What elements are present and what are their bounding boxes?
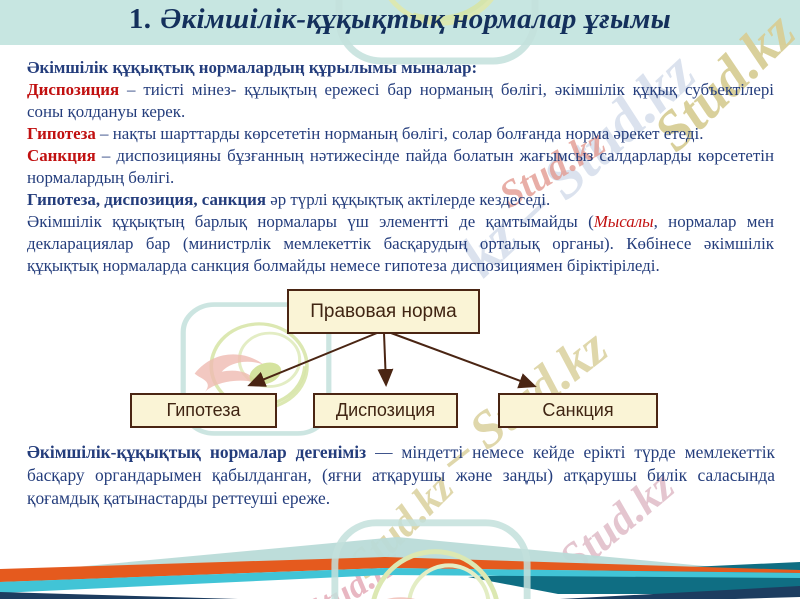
arrow-to-disposition	[377, 332, 394, 387]
body-text-block: Әкімшілік құқықтық нормалардың құрылымы …	[27, 57, 774, 277]
title-text: Әкімшілік-құқықтық нормалар ұғымы	[160, 3, 672, 35]
studkz-logo-watermark-bottom	[331, 519, 531, 599]
definition-paragraph: Әкімшілік-құқықтық нормалар дегеніміз — …	[27, 441, 775, 510]
example-word: Мысалы	[593, 212, 654, 231]
studkz-text-watermark: Stud.kz	[295, 540, 410, 599]
definition-text: — міндетті немесе кейде ерікті түрде мем…	[27, 442, 775, 508]
ribbon-orange	[0, 557, 800, 582]
ribbon-dark-teal	[468, 562, 800, 594]
example-post: , нормалар мен декларациялар бар (минист…	[27, 212, 775, 275]
diagram-box-hypothesis: Гипотеза	[130, 393, 277, 428]
ribbon-navy-left	[0, 592, 238, 599]
keyword-sanction: Санкция	[27, 146, 96, 165]
ribbon-cyan	[0, 568, 800, 593]
disposition-paragraph: Диспозиция – тиісті мінез- құлықтың ереж…	[27, 79, 774, 123]
hypothesis-paragraph: Гипотеза – нақты шарттарды көрсететін но…	[27, 123, 774, 145]
arrow-to-hypothesis	[247, 332, 378, 387]
structure-intro-line: Әкімшілік құқықтық нормалардың құрылымы …	[27, 58, 478, 77]
disposition-text: – тиісті мінез- құлықтың ережесі бар нор…	[27, 80, 774, 121]
note-rest: әр түрлі құқықтық актілерде кездеседі.	[266, 190, 551, 209]
page-title: 1.Әкімшілік-құқықтық нормалар ұғымы	[0, 3, 800, 36]
keyword-disposition: Диспозиция	[27, 80, 120, 99]
note-bold: Гипотеза, диспозиция, санкция	[27, 190, 266, 209]
sanction-paragraph: Санкция – диспозицияны бұзғанның нәтижес…	[27, 145, 774, 189]
sanction-text: – диспозицияны бұзғанның нәтижесінде пай…	[27, 146, 774, 187]
hypothesis-text: – нақты шарттарды көрсететін норманың бө…	[95, 124, 704, 143]
example-pre: Әкімшілік құқықтың барлық нормалары үш э…	[27, 212, 594, 231]
arrow-to-sanction	[390, 332, 537, 389]
ribbon-navy-right	[560, 586, 800, 599]
title-number: 1.	[128, 3, 152, 35]
diagram-box-root: Правовая норма	[287, 289, 480, 334]
definition-term: Әкімшілік-құқықтық нормалар дегеніміз	[27, 442, 367, 462]
diagram-box-disposition: Диспозиция	[313, 393, 458, 428]
note-paragraph: Гипотеза, диспозиция, санкция әр түрлі қ…	[27, 189, 774, 211]
diagram-box-sanction: Санкция	[498, 393, 658, 428]
example-paragraph: Әкімшілік құқықтың барлық нормалары үш э…	[27, 211, 774, 277]
ribbon-pale-teal	[0, 537, 800, 592]
keyword-hypothesis: Гипотеза	[27, 124, 96, 143]
